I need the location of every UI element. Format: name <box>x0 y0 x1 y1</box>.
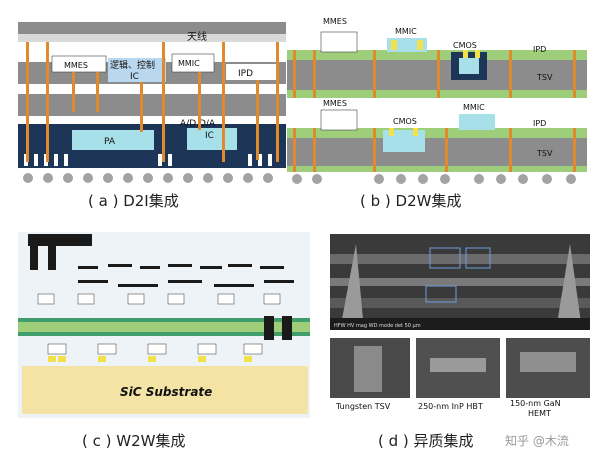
gan-hemt-label: 150-nm GaN <box>510 399 561 408</box>
adda-label-2: IC <box>205 131 214 141</box>
mmic-bot-label: MMIC <box>463 103 485 112</box>
panel-d-sem: HFW HV mag WD mode det 50 μm Tungsten TS… <box>330 234 590 418</box>
panel-c-diagram: SiC Substrate <box>18 232 310 418</box>
panel-b-diagram: MMES MMIC CMOS IPD TSV MMES CMOS MMIC IP… <box>287 17 587 184</box>
mmes-top-label: MMES <box>323 17 347 26</box>
inp-hbt-label: 250-nm InP HBT <box>418 402 483 411</box>
tungsten-tsv-label: Tungsten TSV <box>335 402 391 411</box>
ipd-label: IPD <box>238 69 253 79</box>
mmes-label: MMES <box>64 61 88 70</box>
antenna-label: 天线 <box>187 30 207 43</box>
substrate-label: SiC Substrate <box>120 385 212 399</box>
logic-ic-label-2: IC <box>130 72 139 82</box>
mmic-top-label: MMIC <box>395 27 417 36</box>
sem-info: HFW HV mag WD mode det 50 μm <box>334 323 421 329</box>
gan-hemt-label-2: HEMT <box>528 409 551 418</box>
tsv-top-label: TSV <box>536 73 553 82</box>
cmos-bot-label: CMOS <box>393 117 417 126</box>
tsv-bot-label: TSV <box>536 149 553 158</box>
caption-c: ( c ) W2W集成 <box>82 432 186 450</box>
panel-a-diagram: 天线 MMES 逻辑、控制 IC MMIC IPD PA A/D,D/A IC <box>18 22 286 183</box>
ipd-bot-label: IPD <box>533 119 546 128</box>
ipd-top-label: IPD <box>533 45 546 54</box>
mmic-label: MMIC <box>178 59 200 68</box>
watermark: 知乎 @木流 <box>505 434 569 448</box>
pa-label: PA <box>104 137 116 147</box>
caption-b: ( b ) D2W集成 <box>360 192 462 210</box>
logic-ic-label: 逻辑、控制 <box>110 59 155 71</box>
caption-a: ( a ) D2I集成 <box>88 192 179 210</box>
caption-d: ( d ) 异质集成 <box>378 432 474 450</box>
adda-label: A/D,D/A <box>180 119 216 129</box>
mmes-bot-label: MMES <box>323 99 347 108</box>
cmos-top-label: CMOS <box>453 41 477 50</box>
